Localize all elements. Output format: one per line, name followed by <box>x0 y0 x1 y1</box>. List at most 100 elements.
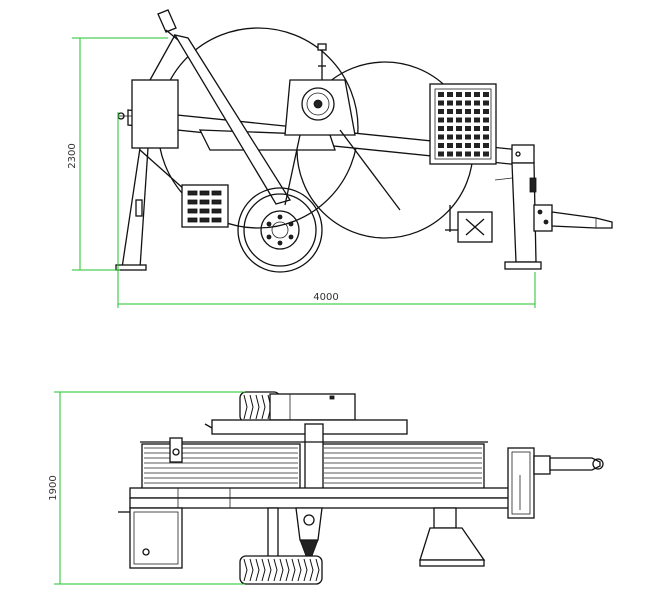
grid-hole <box>438 143 444 148</box>
grid-hole <box>483 117 489 123</box>
grid-hole <box>447 92 453 97</box>
tread-chevron <box>279 558 284 582</box>
grid-hole <box>465 109 471 114</box>
tread-chevron <box>291 558 296 582</box>
grid-hole <box>474 117 480 123</box>
gear-post-cap <box>317 43 327 51</box>
tire-tread-lower <box>243 558 320 582</box>
top-view <box>118 391 604 585</box>
grid-hole <box>438 134 444 140</box>
perforated-box-inner <box>434 88 492 160</box>
lever-handle <box>157 9 177 33</box>
leg-clamp <box>135 199 143 217</box>
jack-foot <box>504 261 542 270</box>
wheel-bolts <box>266 214 294 246</box>
panel-slots <box>187 190 222 223</box>
grid-hole <box>456 151 462 157</box>
grid-hole <box>456 134 462 140</box>
grid-hole <box>447 134 453 140</box>
lower-left-box-knob <box>142 548 150 556</box>
grid-hole <box>483 100 489 106</box>
spindle-gear <box>303 514 315 526</box>
tread-chevron <box>315 558 320 582</box>
grid-hole <box>474 151 480 157</box>
grid-hole <box>456 117 462 123</box>
grid-hole <box>483 92 489 97</box>
grid-hole <box>465 100 471 106</box>
hitch-bolt-b <box>543 219 549 225</box>
grid-hole <box>456 92 462 97</box>
grid-hole <box>465 117 471 123</box>
side-wheel-hub <box>271 221 289 239</box>
hitch-plate <box>533 204 553 232</box>
x-box <box>457 211 493 243</box>
top-tow-bar <box>549 457 601 471</box>
grid-hole <box>483 134 489 140</box>
perforated-box-side <box>429 83 497 165</box>
grid-hole <box>438 117 444 123</box>
grid-hole <box>447 109 453 114</box>
main-frame-upper <box>129 487 511 499</box>
upper-beam-pin <box>204 423 213 429</box>
tread-chevron <box>255 394 260 420</box>
front-leg-left <box>121 147 141 269</box>
grid-hole <box>465 126 471 131</box>
side-view <box>115 9 613 273</box>
tow-bar <box>551 211 613 229</box>
tread-chevron <box>249 394 254 420</box>
perforated-box-grid <box>438 92 489 157</box>
tread-chevron <box>297 558 302 582</box>
lower-strut-a <box>339 129 401 211</box>
lever-arm <box>165 29 179 41</box>
leg-foot <box>115 264 147 271</box>
grid-hole <box>438 126 444 131</box>
frame-leg-left <box>267 507 279 559</box>
x-box-line-b <box>465 218 485 236</box>
jack-pin <box>515 151 521 157</box>
grid-hole <box>465 143 471 148</box>
diagonal-strut <box>173 34 292 205</box>
side-wheel-tire <box>237 187 323 273</box>
grid-hole <box>447 143 453 148</box>
tread-chevron <box>261 394 266 420</box>
height-dim-label: 2300 <box>67 143 78 168</box>
tread-chevron <box>273 558 278 582</box>
lower-strut-b <box>284 134 301 206</box>
hitch-bolt-a <box>537 209 543 215</box>
side-wheel-rim-outer <box>243 193 317 267</box>
grid-hole <box>474 100 480 106</box>
tread-chevron <box>243 394 248 420</box>
control-box <box>131 79 179 149</box>
jack-column <box>433 507 457 529</box>
side-dimensions: 2300 4000 <box>67 37 536 308</box>
bottom-tire <box>239 555 323 585</box>
tread-chevron <box>309 558 314 582</box>
strut-link <box>149 34 176 81</box>
lower-left-box <box>129 507 183 569</box>
grid-hole <box>483 151 489 157</box>
grid-hole <box>447 151 453 157</box>
tow-ring <box>592 458 604 470</box>
grid-hole <box>447 126 453 131</box>
left-post <box>169 437 183 463</box>
grid-hole <box>474 92 480 97</box>
jack-base-foot <box>419 559 485 567</box>
top-cover-clip <box>329 395 335 400</box>
grid-hole <box>465 134 471 140</box>
front-leg-right <box>139 147 149 269</box>
tread-chevron <box>267 558 272 582</box>
grid-hole <box>474 109 480 114</box>
grid-hole <box>456 143 462 148</box>
hitch-bracket-inner <box>511 451 531 515</box>
grid-hole <box>447 100 453 106</box>
grid-hole <box>483 109 489 114</box>
spindle-tip <box>299 539 319 557</box>
tread-chevron <box>285 558 290 582</box>
top-cover-box <box>269 393 356 421</box>
grid-hole <box>438 100 444 106</box>
gear-hub <box>313 99 323 109</box>
tread-chevron <box>249 558 254 582</box>
spindle-housing <box>295 507 323 541</box>
gear-wheel <box>301 87 335 121</box>
